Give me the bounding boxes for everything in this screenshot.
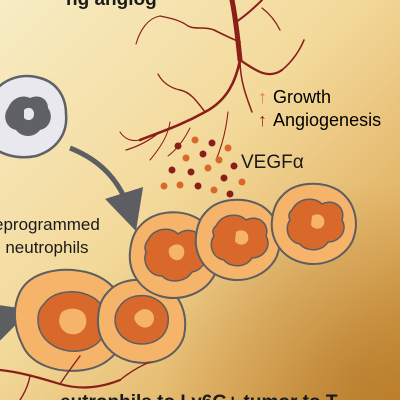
top-caption: ng angiog	[66, 0, 157, 11]
blood-vessel-icon	[0, 355, 151, 400]
incoming-arrow	[0, 303, 31, 342]
vegf-particles-icon	[160, 136, 246, 198]
up-arrow-icon: ↑	[258, 110, 267, 130]
vegf-label: VEGFα	[241, 152, 304, 173]
blood-vessel-icon	[119, 0, 305, 161]
reprogrammed-label-line2: neutrophils	[5, 238, 89, 257]
legend-angiogenesis-label: Angiogenesis	[273, 110, 382, 130]
resting-neutrophil-icon	[0, 74, 68, 159]
reprogrammed-neutrophils-label: eprogrammed neutrophils	[0, 213, 100, 259]
reprogrammed-label-line1: eprogrammed	[0, 215, 100, 234]
legend-growth: ↑ Growth	[258, 86, 381, 109]
up-arrow-icon: ↑	[258, 87, 267, 107]
legend-growth-label: Growth	[273, 87, 332, 107]
effects-legend: ↑ Growth ↑ Angiogenesis	[258, 86, 381, 132]
reprogrammed-neutrophil-icon	[14, 268, 128, 372]
reprogramming-arrow	[69, 145, 144, 232]
legend-angiogenesis: ↑ Angiogenesis	[258, 109, 381, 132]
reprogrammed-neutrophil-cluster	[14, 182, 357, 372]
reprogrammed-neutrophil-icon	[194, 198, 281, 281]
bottom-caption: eutrophils to Ly6G+ tumor to T	[60, 392, 337, 400]
reprogrammed-neutrophil-icon	[270, 182, 357, 265]
